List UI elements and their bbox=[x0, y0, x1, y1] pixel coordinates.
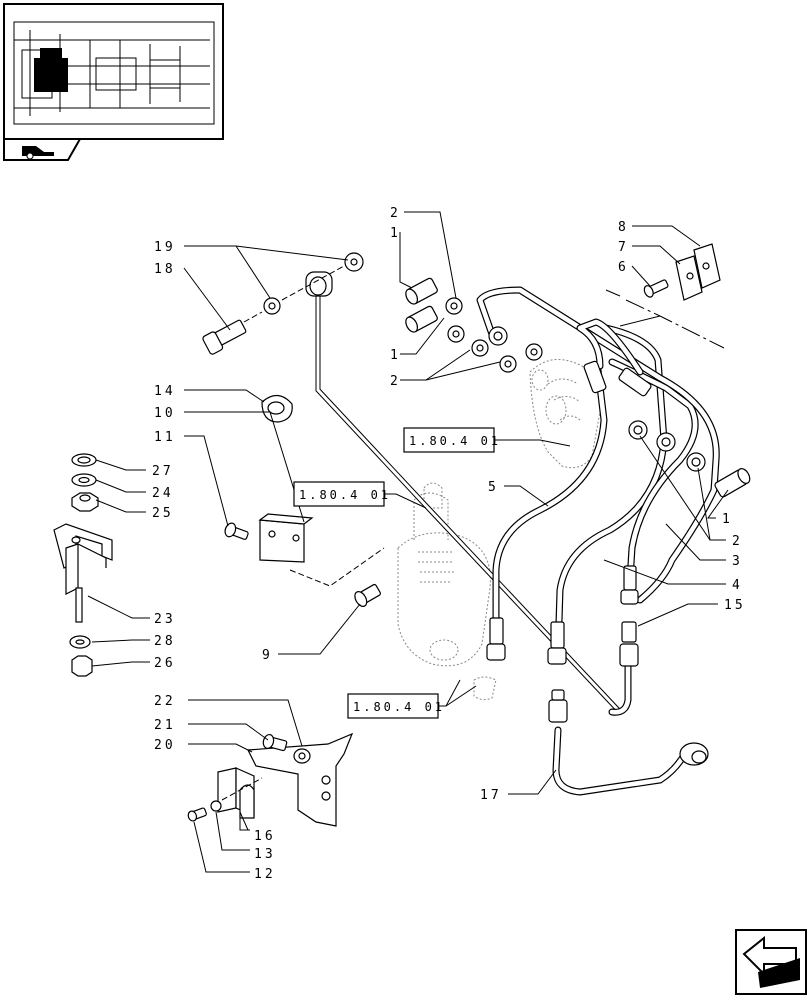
callout-2: 2 bbox=[390, 374, 401, 389]
callout-5: 5 bbox=[488, 480, 499, 495]
callout-22: 22 bbox=[154, 694, 176, 709]
dash-dot-line bbox=[605, 289, 725, 349]
next-page-arrow-icon[interactable] bbox=[735, 929, 807, 995]
callout-16: 16 bbox=[254, 829, 276, 844]
bolt-9 bbox=[354, 583, 381, 607]
callout-labels: 8 7 6 2 1 19 18 1 2 14 10 11 27 24 25 5 … bbox=[152, 206, 746, 882]
pipe-connecting bbox=[576, 318, 644, 716]
pipe-1-upper bbox=[476, 286, 720, 604]
long-thin-pipe bbox=[315, 287, 623, 715]
reference-label: 1.80.4 01 bbox=[409, 434, 501, 448]
callout-3: 3 bbox=[732, 554, 743, 569]
callout-14: 14 bbox=[154, 384, 176, 399]
callout-23: 23 bbox=[154, 612, 176, 627]
callout-13: 13 bbox=[254, 847, 276, 862]
callout-2: 2 bbox=[732, 534, 743, 549]
callout-20: 20 bbox=[154, 738, 176, 753]
transmission-section-thumbnail[interactable] bbox=[3, 3, 224, 140]
bottom-bracket-assembly bbox=[187, 732, 354, 827]
callout-25: 25 bbox=[152, 506, 174, 521]
callout-7: 7 bbox=[618, 240, 629, 255]
clip-assembly-8-7-6 bbox=[643, 243, 721, 301]
callout-1: 1 bbox=[390, 226, 401, 241]
pipe-5 bbox=[492, 366, 608, 652]
callout-18: 18 bbox=[154, 262, 176, 277]
callout-11: 11 bbox=[154, 430, 176, 445]
callout-6: 6 bbox=[618, 260, 629, 275]
callout-26: 26 bbox=[154, 656, 176, 671]
callout-10: 10 bbox=[154, 406, 176, 421]
banjo-bolts-right bbox=[628, 420, 751, 498]
clamp-14 bbox=[261, 394, 293, 423]
callout-28: 28 bbox=[154, 634, 176, 649]
callout-24: 24 bbox=[152, 486, 174, 501]
callout-19: 19 bbox=[154, 240, 176, 255]
leader-lines bbox=[87, 211, 729, 873]
callout-12: 12 bbox=[254, 867, 276, 882]
pipe-fittings bbox=[486, 360, 709, 766]
pipe-17 bbox=[552, 726, 690, 796]
callout-2: 2 bbox=[390, 206, 401, 221]
banjo-bolts-upper bbox=[405, 277, 543, 373]
callout-1: 1 bbox=[390, 348, 401, 363]
callout-17: 17 bbox=[480, 788, 502, 803]
callout-27: 27 bbox=[152, 464, 174, 479]
left-stack-parts bbox=[53, 453, 113, 677]
callout-21: 21 bbox=[154, 718, 176, 733]
reference-label: 1.80.4 01 bbox=[299, 488, 391, 502]
tractor-group-icon[interactable] bbox=[3, 138, 82, 161]
reference-box-3[interactable]: 1.80.4 01 bbox=[347, 693, 445, 719]
callout-8: 8 bbox=[618, 220, 629, 235]
ghost-valve-body bbox=[397, 359, 603, 701]
reference-box-1[interactable]: 1.80.4 01 bbox=[403, 427, 501, 453]
callout-4: 4 bbox=[732, 578, 743, 593]
callout-15: 15 bbox=[724, 598, 746, 613]
reference-label: 1.80.4 01 bbox=[353, 700, 445, 714]
bracket-10 bbox=[224, 513, 385, 587]
callout-1: 1 bbox=[722, 512, 733, 527]
callout-9: 9 bbox=[262, 648, 273, 663]
washer-bolt-19-18 bbox=[202, 252, 364, 355]
pipe-4 bbox=[554, 324, 668, 658]
reference-box-2[interactable]: 1.80.4 01 bbox=[293, 481, 391, 507]
